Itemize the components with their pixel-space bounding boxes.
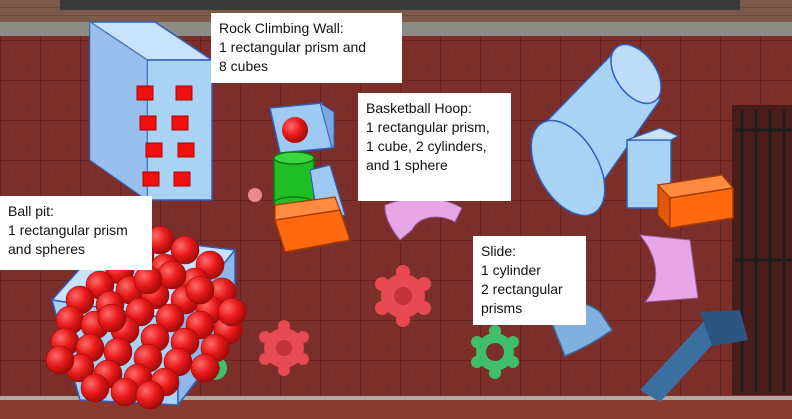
ball-pit-sphere bbox=[135, 380, 165, 410]
ball-pit-sphere bbox=[80, 373, 110, 403]
basketball-hoop bbox=[248, 101, 351, 253]
label-rock-climbing-wall: Rock Climbing Wall: 1 rectangular prism … bbox=[211, 13, 402, 83]
red-hub-right bbox=[375, 265, 431, 327]
label-rock-climbing-wall-line-2: 8 cubes bbox=[219, 58, 269, 74]
ball-pit-sphere bbox=[110, 377, 140, 407]
label-slide-line-1: 1 cylinder bbox=[481, 262, 541, 278]
label-ball-pit-line-2: and spheres bbox=[8, 241, 86, 257]
ball-pit-sphere bbox=[155, 303, 185, 333]
ball-pit-sphere bbox=[97, 303, 127, 333]
label-slide-line-2: 2 rectangular bbox=[481, 281, 563, 297]
ball-pit-sphere bbox=[45, 345, 75, 375]
label-basketball-hoop: Basketball Hoop: 1 rectangular prism, 1 … bbox=[358, 93, 511, 201]
pink-sculpture-right bbox=[638, 234, 699, 303]
label-basketball-hoop-line-2: 1 cube, 2 cylinders, bbox=[366, 138, 487, 154]
ball-pit-sphere bbox=[170, 235, 200, 265]
label-slide-title: Slide: bbox=[481, 243, 517, 259]
blue-ramp bbox=[640, 310, 748, 402]
top-wall-strip bbox=[60, 0, 740, 10]
label-rock-climbing-wall-title: Rock Climbing Wall: bbox=[219, 20, 344, 36]
label-basketball-hoop-line-1: 1 rectangular prism, bbox=[366, 119, 490, 135]
green-hub bbox=[471, 325, 519, 379]
label-ball-pit-box bbox=[0, 196, 152, 270]
bottom-curb-edge bbox=[0, 396, 792, 400]
label-basketball-hoop-box bbox=[358, 93, 511, 201]
slide-cylinder bbox=[530, 43, 662, 217]
label-slide-box bbox=[473, 236, 586, 325]
fence-bars bbox=[735, 110, 792, 392]
ball-pit-sphere bbox=[217, 297, 247, 327]
ball-pit-sphere bbox=[157, 260, 187, 290]
climbing-cubes bbox=[136, 85, 195, 187]
slide-orange-prism bbox=[656, 174, 735, 230]
ball-pit-sphere bbox=[163, 347, 193, 377]
label-slide: Slide: 1 cylinder 2 rectangular prisms bbox=[473, 236, 586, 325]
label-rock-climbing-wall-line-1: 1 rectangular prism and bbox=[219, 39, 367, 55]
label-ball-pit-title: Ball pit: bbox=[8, 203, 54, 219]
label-ball-pit-line-1: 1 rectangular prism bbox=[8, 222, 128, 238]
ball-pit-sphere bbox=[185, 275, 215, 305]
label-ball-pit: Ball pit: 1 rectangular prism and sphere… bbox=[0, 196, 152, 270]
bottom-curb bbox=[0, 398, 792, 419]
label-slide-line-3: prisms bbox=[481, 300, 523, 316]
label-rock-climbing-wall-box bbox=[211, 13, 402, 83]
label-basketball-hoop-title: Basketball Hoop: bbox=[366, 100, 472, 116]
ball-pit-sphere bbox=[190, 353, 220, 383]
ball-pit-sphere bbox=[133, 265, 163, 295]
red-hub-left bbox=[259, 320, 309, 376]
label-basketball-hoop-line-3: and 1 sphere bbox=[366, 157, 448, 173]
